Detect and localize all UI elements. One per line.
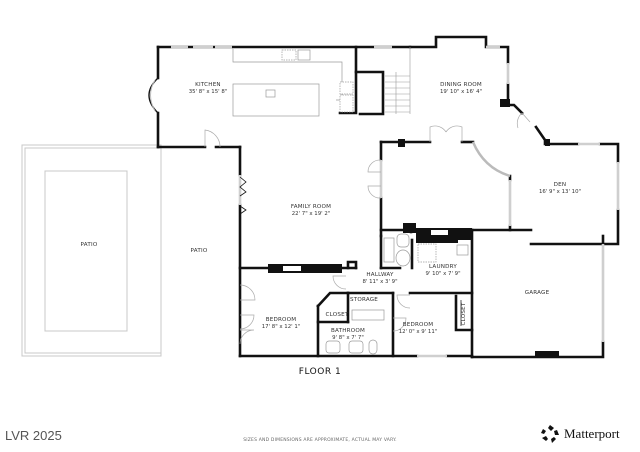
room-dimensions: 35' 8" x 15' 8" bbox=[189, 89, 228, 95]
floor-title: FLOOR 1 bbox=[299, 367, 341, 377]
room-dimensions: 9' 10" x 7' 9" bbox=[425, 271, 460, 277]
room-name: LAUNDRY bbox=[429, 264, 457, 270]
disclaimer: SIZES AND DIMENSIONS ARE APPROXIMATE, AC… bbox=[243, 438, 397, 443]
room-name: CLOSET bbox=[461, 302, 467, 325]
room-closet-1: CLOSET bbox=[326, 312, 349, 318]
room-storage: STORAGE bbox=[350, 297, 378, 303]
room-patio-left: PATIO bbox=[81, 242, 98, 248]
brand-name: Matterport bbox=[564, 426, 620, 441]
room-name: FAMILY ROOM bbox=[291, 204, 331, 210]
room-closet-2: CLOSET bbox=[461, 302, 467, 325]
brand-logo: Matterport bbox=[540, 424, 620, 444]
mls-watermark: LVR 2025 bbox=[5, 428, 62, 443]
utility-fixtures bbox=[325, 233, 469, 355]
room-patio-right: PATIO bbox=[191, 248, 208, 254]
room-name: GARAGE bbox=[525, 290, 550, 296]
room-dimensions: 16' 9" x 13' 10" bbox=[539, 189, 581, 195]
room-dimensions: 8' 11" x 3' 9" bbox=[362, 279, 397, 285]
bifold-doors bbox=[239, 176, 247, 215]
room-name: KITCHEN bbox=[195, 82, 221, 88]
curved-wall bbox=[471, 141, 511, 178]
room-dimensions: 22' 7" x 19' 2" bbox=[292, 211, 331, 217]
room-name: DINING ROOM bbox=[440, 82, 482, 88]
room-name: BATHROOM bbox=[331, 328, 365, 334]
matterport-icon bbox=[541, 425, 559, 443]
room-name: BEDROOM bbox=[403, 322, 434, 328]
room-name: PATIO bbox=[81, 242, 98, 248]
stairs bbox=[385, 47, 411, 114]
room-dimensions: 12' 0" x 9' 11" bbox=[399, 329, 438, 335]
room-name: STORAGE bbox=[350, 297, 378, 303]
bay-window bbox=[148, 77, 159, 114]
windows bbox=[171, 45, 620, 358]
room-dimensions: 19' 10" x 16' 4" bbox=[440, 89, 482, 95]
walls bbox=[156, 35, 620, 359]
room-dimensions: 17' 8" x 12' 1" bbox=[262, 324, 301, 330]
built-ins bbox=[268, 99, 559, 357]
room-dimensions: 9' 8" x 7' 7" bbox=[332, 335, 364, 341]
room-name: HALLWAY bbox=[366, 272, 394, 278]
doors bbox=[204, 112, 531, 345]
room-name: BEDROOM bbox=[266, 317, 297, 323]
fireplace-openings bbox=[283, 230, 448, 271]
kitchen-fixtures bbox=[232, 48, 354, 117]
room-name: PATIO bbox=[191, 248, 208, 254]
room-name: DEN bbox=[554, 182, 567, 188]
room-garage: GARAGE bbox=[525, 290, 550, 296]
room-name: CLOSET bbox=[326, 312, 349, 318]
patio-outlines bbox=[21, 144, 162, 357]
